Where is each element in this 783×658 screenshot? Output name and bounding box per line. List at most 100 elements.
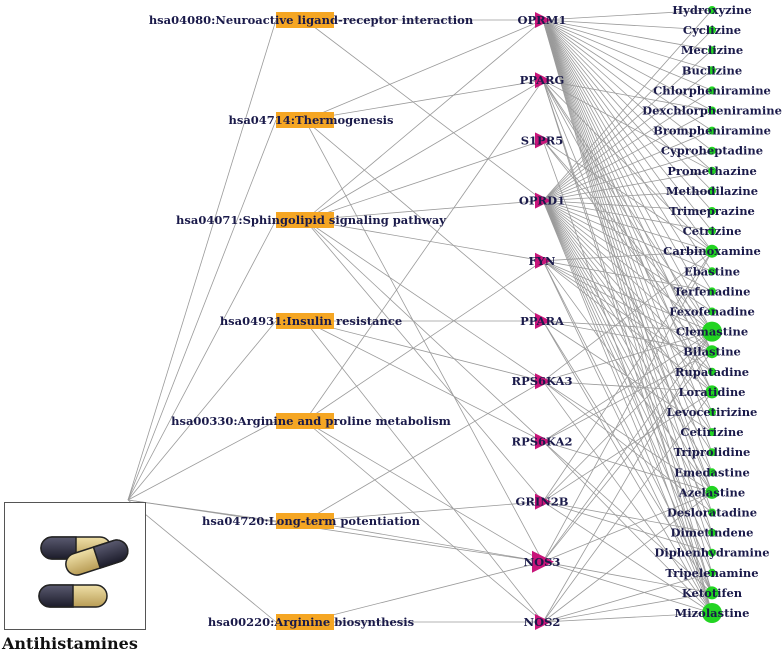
drug-label-chlorpheniramine: Chlorpheniramine bbox=[653, 83, 771, 97]
drug-label-clemastine: Clemastine bbox=[676, 325, 748, 339]
edge-source-target bbox=[127, 499, 544, 563]
target-label-ppara: PPARA bbox=[520, 314, 565, 328]
target-label-rps6ka3: RPS6KA3 bbox=[512, 374, 573, 388]
edge-target-drug bbox=[542, 331, 713, 502]
edge-target-drug bbox=[542, 320, 713, 353]
edge-source-pathway bbox=[127, 320, 277, 501]
edge-target-drug bbox=[542, 19, 713, 31]
edge-target-drug bbox=[542, 561, 713, 594]
pathway-node bbox=[276, 112, 334, 128]
edge-source-pathway bbox=[127, 119, 277, 501]
edge-target-drug bbox=[542, 130, 713, 201]
target-node-oprm1 bbox=[535, 12, 551, 28]
edge-pathway-target bbox=[304, 420, 544, 623]
drug-label-mizolastine: Mizolastine bbox=[675, 606, 750, 620]
edge-target-drug bbox=[542, 251, 713, 562]
edge-target-drug bbox=[542, 69, 713, 201]
edge-pathway-target bbox=[304, 420, 544, 563]
edge-target-drug bbox=[542, 250, 713, 382]
edge-target-drug bbox=[542, 612, 713, 623]
drug-node-triprolidine bbox=[708, 448, 716, 457]
drug-node-emedastine bbox=[708, 468, 716, 477]
target-node-grin2b bbox=[535, 493, 551, 510]
edge-pathway-target bbox=[304, 79, 544, 422]
edge-target-drug bbox=[542, 501, 713, 533]
target-label-rps6ka2: RPS6KA2 bbox=[512, 434, 573, 448]
edge-target-drug bbox=[542, 250, 713, 262]
network-edges bbox=[127, 9, 713, 623]
edge-target-drug bbox=[542, 200, 713, 252]
edge-target-drug bbox=[542, 200, 713, 533]
drug-node-diphenhydramine bbox=[708, 548, 716, 557]
drug-label-promethazine: Promethazine bbox=[667, 164, 757, 178]
drug-node-dexchlorpheniramine bbox=[708, 106, 716, 115]
edge-pathway-target bbox=[304, 19, 544, 201]
drug-label-buclizine: Buclizine bbox=[682, 63, 742, 77]
pathway-node bbox=[276, 413, 334, 429]
pathway-label-4: hsa00330:Arginine and proline metabolism bbox=[171, 414, 451, 428]
drug-node-bilastine bbox=[705, 345, 719, 359]
edge-target-drug bbox=[542, 492, 713, 623]
drug-label-tripelenamine: Tripelenamine bbox=[665, 566, 758, 580]
drug-node-ketotifen bbox=[705, 586, 719, 600]
pathway-node bbox=[276, 614, 334, 630]
drug-node-mizolastine bbox=[702, 603, 722, 623]
pathway-label-1: hsa04714:Thermogenesis bbox=[228, 113, 393, 127]
pathway-label-2: hsa04071:Sphingolipid signaling pathway bbox=[176, 213, 446, 227]
edge-target-drug bbox=[542, 260, 713, 594]
target-label-s1pr5: S1PR5 bbox=[521, 133, 564, 147]
edge-target-drug bbox=[542, 380, 713, 493]
edge-pathway-target bbox=[304, 219, 544, 262]
edge-target-drug bbox=[542, 331, 713, 563]
edge-target-drug bbox=[542, 9, 713, 21]
edge-target-drug bbox=[542, 19, 713, 111]
edge-pathway-target bbox=[304, 260, 544, 422]
edge-target-drug bbox=[542, 29, 713, 201]
edge-pathway-target bbox=[304, 501, 544, 522]
pathway-node bbox=[276, 513, 334, 529]
target-node-s1pr5 bbox=[535, 132, 551, 149]
edge-pathway-target bbox=[304, 520, 544, 563]
capsules-icon bbox=[38, 536, 129, 608]
drug-label-bilastine: Bilastine bbox=[683, 345, 741, 359]
edge-target-drug bbox=[542, 19, 713, 91]
edge-pathway-target bbox=[304, 219, 544, 442]
edge-target-drug bbox=[542, 331, 713, 382]
edge-target-drug bbox=[542, 391, 713, 623]
edge-target-drug bbox=[542, 200, 713, 373]
drug-label-rupatadine: Rupatadine bbox=[675, 365, 749, 379]
edge-pathway-target bbox=[304, 79, 544, 121]
edge-target-drug bbox=[542, 200, 713, 212]
edge-source-pathway bbox=[127, 19, 277, 501]
edge-target-drug bbox=[542, 331, 713, 623]
drug-node-clemastine bbox=[702, 321, 722, 342]
drug-label-dimetindene: Dimetindene bbox=[671, 526, 754, 540]
target-label-grin2b: GRIN2B bbox=[516, 495, 569, 509]
drug-label-hydroxyzine: Hydroxyzine bbox=[672, 3, 751, 17]
target-label-pparg: PPARG bbox=[520, 73, 565, 87]
drug-label-fexofenadine: Fexofenadine bbox=[669, 305, 755, 319]
edge-target-drug bbox=[542, 260, 713, 353]
drug-label-emedastine: Emedastine bbox=[674, 465, 750, 479]
pathway-node bbox=[276, 12, 334, 28]
drug-label-terfenadine: Terfenadine bbox=[674, 284, 751, 298]
edge-pathway-target bbox=[304, 79, 544, 221]
edge-target-drug bbox=[542, 9, 713, 201]
drug-node-cetirizine bbox=[708, 428, 716, 437]
edge-pathway-target bbox=[304, 219, 544, 502]
drug-node-terfenadine bbox=[708, 287, 716, 296]
edge-target-drug bbox=[542, 260, 713, 332]
target-label-fyn: FYN bbox=[529, 254, 556, 268]
edge-target-drug bbox=[542, 250, 713, 502]
drug-node-trimeprazine bbox=[708, 207, 716, 215]
target-label-oprd1: OPRD1 bbox=[519, 194, 565, 208]
target-node-oprd1 bbox=[535, 192, 551, 209]
drug-label-cetirizine: Cetirizine bbox=[680, 425, 743, 439]
drug-node-desloratadine bbox=[708, 508, 716, 517]
drug-label-cyproheptadine: Cyproheptadine bbox=[661, 144, 763, 158]
drug-label-meclizine: Meclizine bbox=[681, 43, 743, 57]
edge-pathway-target bbox=[304, 140, 544, 221]
drug-node-levocetirizine bbox=[708, 408, 716, 416]
edge-target-drug bbox=[542, 331, 713, 442]
drug-node-ebastine bbox=[708, 267, 716, 276]
